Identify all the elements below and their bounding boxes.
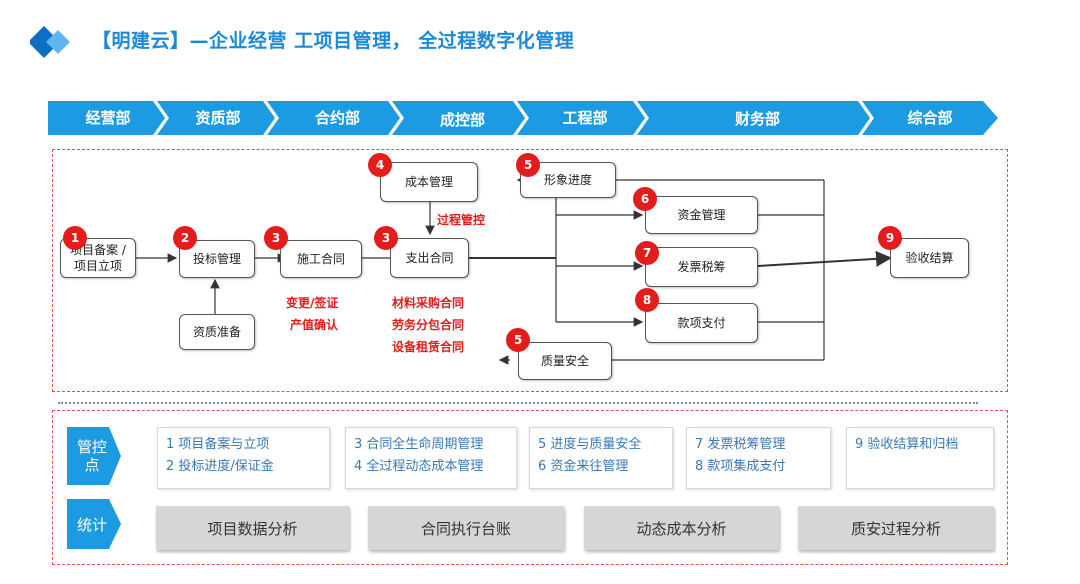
phase-chengkong: 成控部	[439, 111, 485, 129]
change-note-1: 变更/签证	[286, 296, 339, 310]
phase-heyue: 合约部	[314, 109, 360, 127]
control-card-3: 5 进度与质量安全 6 资金来往管理	[529, 427, 673, 489]
badge-3b: 3	[374, 226, 398, 250]
stats-tag-shape	[67, 499, 121, 549]
contract-note-3: 设备租赁合同	[392, 340, 465, 354]
control-card-4: 7 发票税筹管理 8 款项集成支付	[686, 427, 831, 489]
badge-3a: 3	[264, 226, 288, 250]
control-tag-shape	[67, 427, 121, 485]
contract-note-1: 材料采购合同	[392, 296, 465, 310]
badge-1: 1	[63, 226, 87, 250]
change-note-2: 产值确认	[290, 318, 339, 332]
phase-bar: 经营部 资质部 合约部 成控部 工程部 财务部 综合部	[48, 101, 1000, 135]
control-item: 1 项目备案与立项	[166, 437, 270, 452]
control-card-1: 1 项目备案与立项 2 投标进度/保证金	[157, 427, 330, 489]
badge-7: 7	[635, 241, 659, 265]
stat-dynamic-cost-button[interactable]: 动态成本分析	[584, 506, 779, 550]
node-quality-safety[interactable]: 质量安全	[518, 342, 612, 380]
page-title: 【明建云】—企业经营 工项目管理， 全过程数字化管理	[92, 30, 575, 52]
stat-project-analysis-button[interactable]: 项目数据分析	[156, 506, 349, 550]
badge-5a: 5	[516, 153, 540, 177]
control-item: 5 进度与质量安全	[538, 437, 642, 452]
control-item: 7 发票税筹管理	[695, 437, 786, 452]
stats-tag-label: 统计	[76, 516, 107, 534]
control-item: 2 投标进度/保证金	[166, 459, 274, 474]
badge-8: 8	[635, 288, 659, 312]
control-item: 3 合同全生命周期管理	[354, 437, 484, 452]
control-tag-label: 管控 点	[76, 438, 107, 474]
logo-diamond-icon	[30, 26, 70, 58]
badge-2: 2	[173, 226, 197, 250]
node-project-filing[interactable]: 项目备案 / 项目立项	[60, 238, 136, 278]
node-construction-contract[interactable]: 施工合同	[280, 240, 362, 278]
contract-note-2: 劳务分包合同	[392, 318, 465, 332]
phase-caiwu: 财务部	[734, 110, 780, 128]
control-frame	[52, 410, 1008, 565]
phase-chevrons	[48, 101, 998, 135]
control-item: 8 款项集成支付	[695, 459, 786, 474]
phase-zizhi: 资质部	[195, 109, 241, 127]
node-cost-mgmt[interactable]: 成本管理	[380, 162, 478, 202]
node-invoice-tax[interactable]: 发票税筹	[645, 247, 758, 287]
node-acceptance[interactable]: 验收结算	[890, 238, 969, 278]
stat-quality-safety-button[interactable]: 质安过程分析	[798, 506, 994, 550]
flow-frame	[52, 149, 1008, 392]
node-expense-contract[interactable]: 支出合同	[390, 238, 469, 278]
phase-jingying: 经营部	[85, 109, 131, 127]
node-qualification-prep[interactable]: 资质准备	[179, 314, 255, 350]
badge-6: 6	[633, 187, 657, 211]
node-fund-mgmt[interactable]: 资金管理	[645, 196, 758, 234]
control-item: 6 资金来往管理	[538, 459, 629, 474]
phase-zonghe: 综合部	[907, 109, 953, 127]
stat-contract-ledger-button[interactable]: 合同执行台账	[368, 506, 564, 550]
control-item: 9 验收结算和归档	[855, 437, 959, 452]
control-card-5: 9 验收结算和归档	[846, 427, 994, 489]
process-control-note: 过程管控	[437, 213, 486, 227]
node-bidding[interactable]: 投标管理	[179, 240, 255, 278]
badge-5b: 5	[506, 328, 530, 352]
phase-gongcheng: 工程部	[562, 109, 608, 127]
section-divider	[58, 402, 978, 404]
badge-9: 9	[878, 226, 902, 250]
badge-4: 4	[368, 153, 392, 177]
node-payment[interactable]: 款项支付	[645, 303, 758, 343]
control-card-2: 3 合同全生命周期管理 4 全过程动态成本管理	[345, 427, 517, 489]
control-item: 4 全过程动态成本管理	[354, 459, 484, 474]
